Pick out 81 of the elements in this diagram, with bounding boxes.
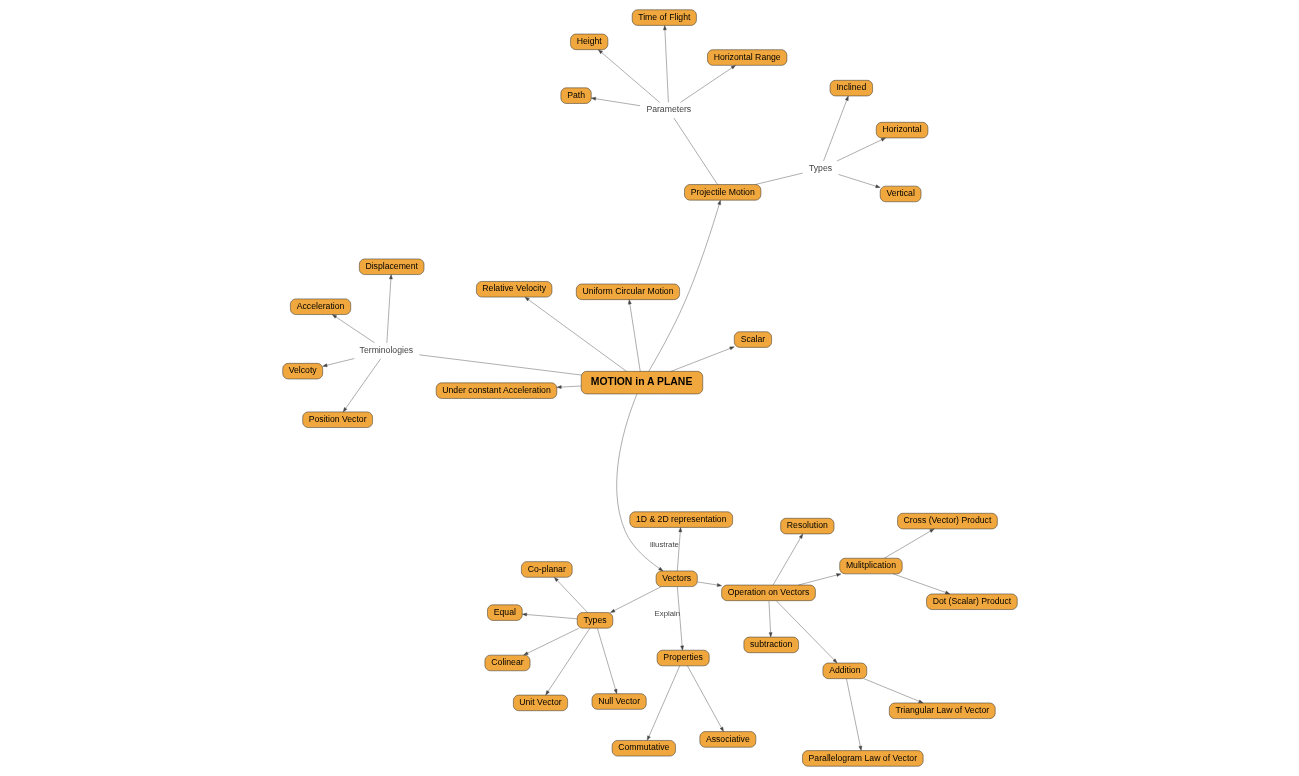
arrow [553,577,588,613]
edge-label: illustrate [649,539,679,549]
node-box: Vertical [879,185,921,202]
node-box: Inclined [829,80,873,97]
node-box: Colinear [484,654,530,672]
node-box: Mulitplication [838,558,902,575]
node-box: Velcoty [282,363,323,380]
node-box: Addition [822,662,867,679]
node-box: Horizontal Range [706,49,787,66]
arrow [837,174,880,188]
node-box: Time of Flight [631,9,697,26]
arrow [524,296,627,372]
arrow [646,665,680,741]
node-box: Commutative [611,740,676,757]
node-box: Parallelogram Law of Vector [801,750,923,767]
arrow [775,600,837,664]
node-box: Cross (Vector) Product [896,513,998,530]
node-box: MOTION in A PLANE [580,371,703,395]
node-box: Co-planar [520,561,572,578]
arrow [836,137,886,162]
connector [673,117,718,185]
node-box: Scalar [733,331,772,348]
node-box: Relative Velocity [475,281,552,298]
node-text: Terminologies [359,344,413,355]
arrow [616,393,663,572]
node-box: 1D & 2D representation [629,511,733,528]
node-box: Uniform Circular Motion [575,283,680,300]
arrow [321,358,355,367]
arrow [648,200,721,372]
arrow [679,65,736,103]
arrow [597,49,660,103]
node-box: Displacement [358,258,424,275]
arrow [676,527,682,572]
arrow [772,533,803,586]
arrow [883,528,934,559]
node-box: subtraction [743,636,799,653]
node-box: Under constant Acceleration [435,382,557,399]
connector [754,172,803,185]
node-box: Associative [699,731,756,748]
node-box: Types [576,612,613,629]
arrow [670,346,734,372]
arrow [386,274,393,343]
arrow [662,25,669,103]
node-box: Null Vector [591,693,646,710]
node-box: Dot (Scalar) Product [925,593,1017,610]
arrow [768,600,772,638]
node-text: Types [808,162,832,173]
arrow [522,628,579,656]
arrow [627,299,640,372]
arrow [342,358,381,413]
arrow [596,628,617,694]
arrow [892,573,950,595]
arrow [545,628,590,696]
arrow [686,665,724,732]
edge-label: Explain [654,609,680,619]
arrow [556,385,581,389]
arrow [521,612,577,620]
node-box: Path [560,87,591,104]
arrow [797,573,841,586]
arrow [845,678,862,751]
node-box: Acceleration [289,298,351,315]
node-box: Projectile Motion [683,184,761,201]
node-box: Triangular Law of Vector [888,702,995,719]
arrow [609,586,662,613]
arrow [863,678,923,704]
arrow [676,586,684,651]
node-text: Parameters [645,104,691,115]
node-box: Unit Vector [512,694,568,711]
node-box: Horizontal [875,122,928,139]
node-box: Equal [486,604,522,621]
node-box: Properties [656,649,709,667]
arrow [331,314,375,344]
arrow [696,581,722,587]
node-box: Resolution [779,518,834,535]
node-box: Operation on Vectors [720,584,816,601]
arrow [822,95,848,162]
connector [418,354,581,376]
node-box: Vectors [655,570,698,587]
node-box: Height [569,33,608,50]
arrow [590,97,640,106]
node-box: Position Vector [301,411,373,428]
